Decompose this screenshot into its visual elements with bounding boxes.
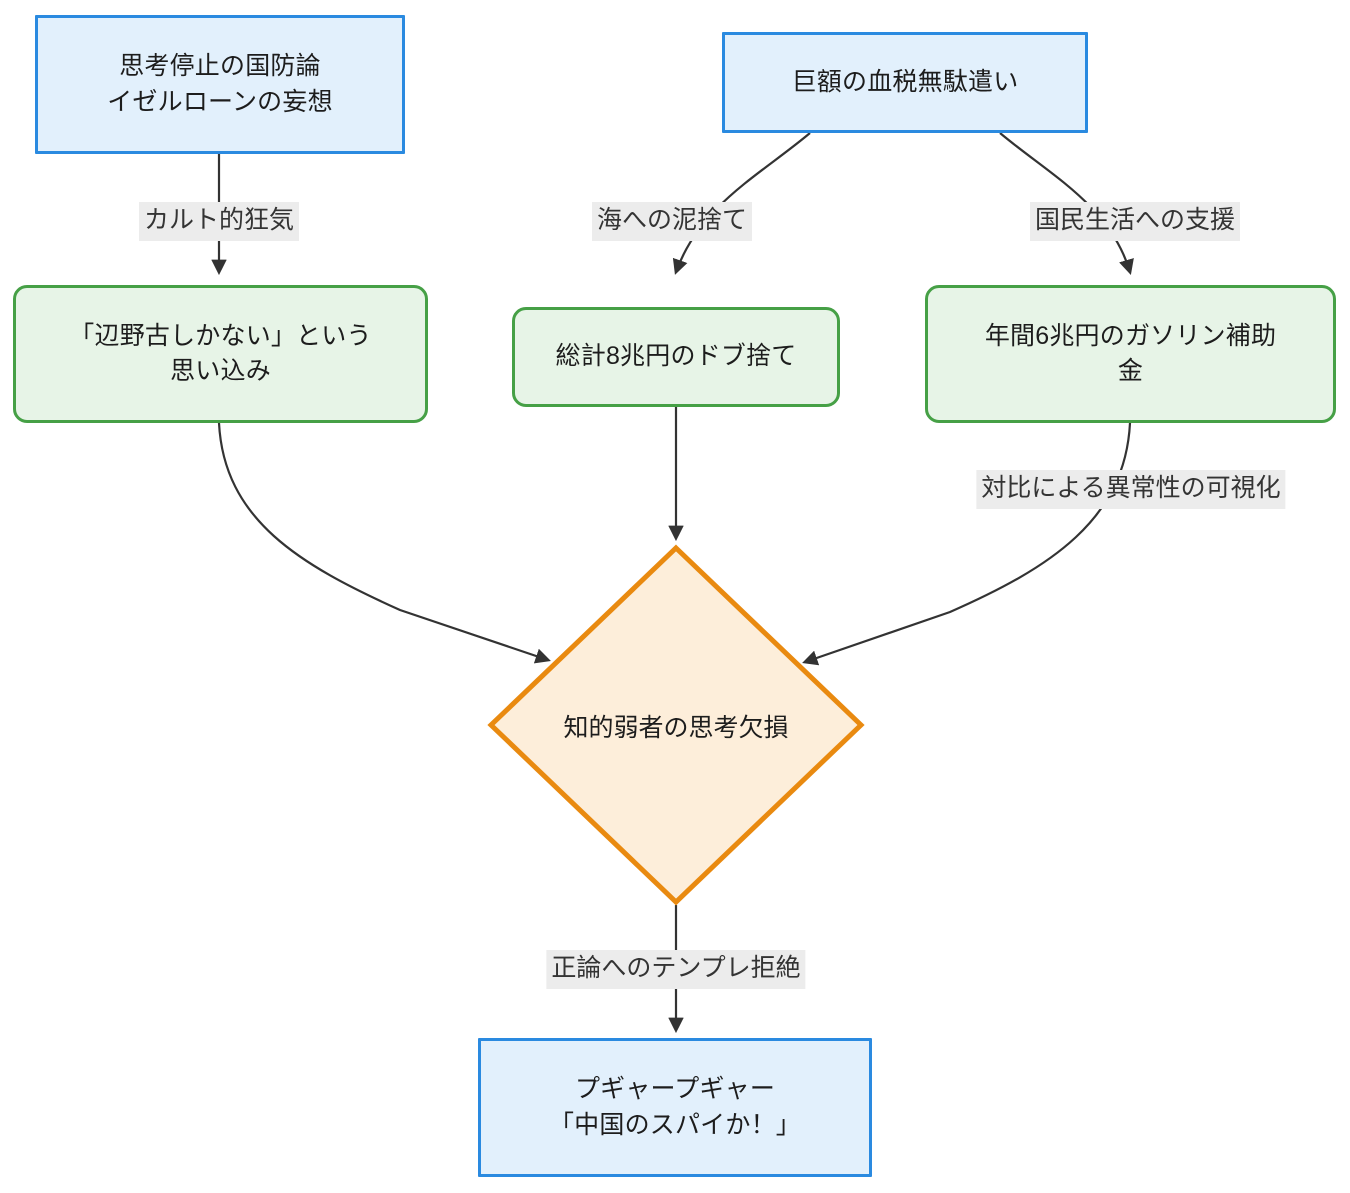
- edge-label-template-rejection: 正論へのテンプレ拒絶: [546, 950, 806, 990]
- edge-n2-n4: [672, 132, 811, 275]
- node-huge-tax-waste[interactable]: 巨額の血税無駄遣い: [722, 32, 1088, 133]
- edge-label-contrast-visualization: 対比による異常性の可視化: [976, 470, 1286, 510]
- node-intellectual-deficiency[interactable]: 知的弱者の思考欠損: [487, 544, 865, 906]
- node-eight-trillion-waste[interactable]: 総計8兆円のドブ捨て: [512, 307, 840, 407]
- node-gasoline-subsidy[interactable]: 年間6兆円のガソリン補助 金: [925, 285, 1336, 423]
- edge-label-support-for-living: 国民生活への支援: [1029, 202, 1241, 242]
- node-henoko-only-belief[interactable]: 「辺野古しかない」という 思い込み: [13, 285, 428, 423]
- edge-label-mud-to-sea: 海への泥捨て: [591, 202, 753, 242]
- node-label-intellectual-deficiency: 知的弱者の思考欠損: [563, 714, 789, 742]
- node-thought-stop-defense[interactable]: 思考停止の国防論 イゼルローンの妄想: [35, 15, 405, 154]
- edge-n3-n6: [217, 422, 551, 664]
- node-pugya-china-spy[interactable]: プギャープギャー 「中国のスパイか！」: [478, 1038, 872, 1177]
- diamond-shape: [487, 544, 865, 906]
- edge-label-cult-madness: カルト的狂気: [138, 202, 300, 242]
- edge-n2-n5: [999, 132, 1134, 275]
- edge-n5-n6: [802, 422, 1132, 666]
